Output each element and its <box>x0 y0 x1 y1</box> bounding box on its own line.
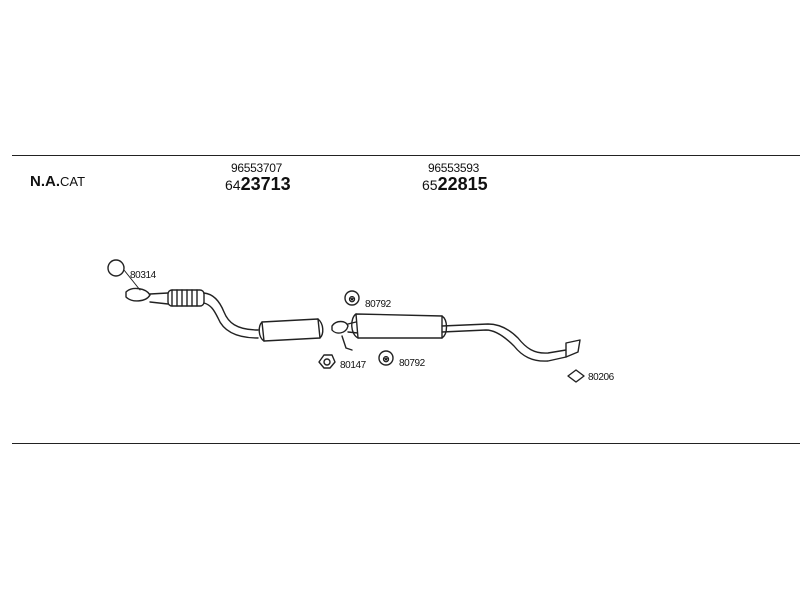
variant-label-bold: N.A. <box>30 173 60 190</box>
section-joint <box>331 320 359 351</box>
variant-label-suffix: CAT <box>60 174 86 189</box>
clamp-marker-upper: ⊛ <box>344 290 360 306</box>
rear-silencer-and-tailpipe <box>351 313 581 362</box>
oem-number-rear-section: 96553593 <box>428 161 479 175</box>
part-code-prefix: 64 <box>225 177 241 193</box>
ref-label-rear-ring: 80206 <box>588 372 615 383</box>
ref-label-front-ring: 80314 <box>130 270 157 281</box>
front-silencer <box>258 318 324 342</box>
svg-text:⊛: ⊛ <box>382 354 390 364</box>
ref-label-clamp-upper: 80792 <box>365 299 392 310</box>
gasket-marker <box>318 354 336 369</box>
part-code-front-section: 6423713 <box>225 175 291 193</box>
clamp-marker-lower: ⊛ <box>378 350 394 366</box>
ref-label-clamp-lower: 80792 <box>399 358 426 369</box>
ring-marker-front <box>107 259 141 291</box>
part-code-main: 23713 <box>240 174 291 194</box>
top-divider-line <box>12 155 800 156</box>
part-code-rear-section: 6522815 <box>422 175 488 193</box>
part-code-main: 22815 <box>437 174 488 194</box>
front-pipe-with-flex <box>125 287 259 339</box>
ref-label-gasket: 80147 <box>340 360 367 371</box>
oem-number-front-section: 96553707 <box>231 161 282 175</box>
part-code-prefix: 65 <box>422 177 438 193</box>
svg-text:⊛: ⊛ <box>348 294 356 304</box>
bottom-divider-line <box>12 443 800 444</box>
variant-label: N.A.CAT <box>30 174 85 189</box>
ring-marker-rear <box>567 369 585 383</box>
